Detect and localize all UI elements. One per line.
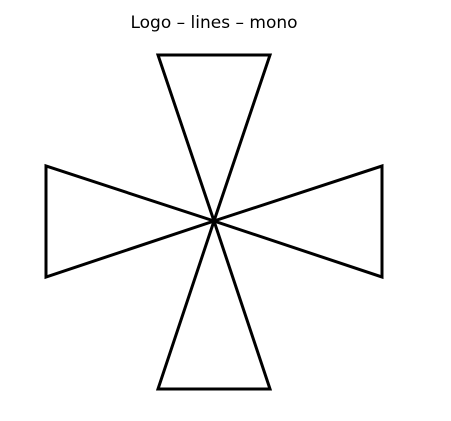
- logo-left-triangle: [44, 163, 219, 280]
- logo-top-triangle: [155, 53, 273, 226]
- logo-bottom-triangle: [155, 216, 273, 391]
- page-title: Logo – lines – mono: [130, 13, 298, 33]
- logo-right-triangle: [209, 163, 384, 280]
